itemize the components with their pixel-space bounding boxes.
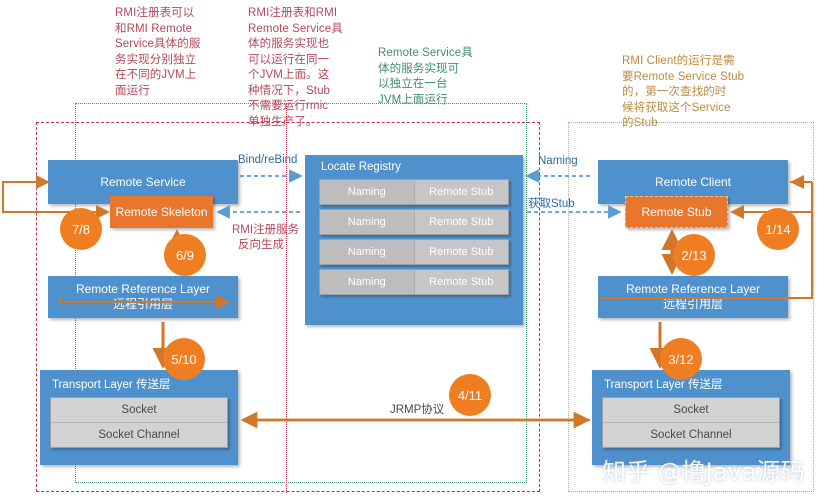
registry-rows: Naming Remote Stub Naming Remote Stub Na… (319, 179, 509, 295)
client-remote-stub-label: Remote Stub (641, 205, 712, 219)
registry-stub-cell: Remote Stub (413, 180, 508, 204)
server-remote-reference-layer-box: Remote Reference Layer 远程引用层 (48, 276, 238, 318)
registry-naming-cell: Naming (320, 240, 414, 264)
table-row: Naming Remote Stub (319, 179, 509, 205)
remote-client-label: Remote Client (654, 174, 732, 189)
label-get-stub: 获取Stub (528, 198, 575, 210)
client-remote-stub-box: Remote Stub (625, 196, 728, 228)
registry-naming-cell: Naming (320, 210, 414, 234)
region-client-jvm (568, 122, 814, 492)
table-row: Naming Remote Stub (319, 269, 509, 295)
registry-stub-cell: Remote Stub (413, 270, 508, 294)
label-bind-rebind: Bind/reBind (238, 154, 298, 166)
remote-skeleton-label: Remote Skeleton (115, 205, 208, 219)
table-row: Naming Remote Stub (319, 209, 509, 235)
step-circle-client-transport: 3/12 (660, 338, 702, 380)
table-row: Naming Remote Stub (319, 239, 509, 265)
remote-service-label: Remote Service (100, 174, 186, 189)
remote-skeleton-box: Remote Skeleton (110, 196, 213, 228)
step-circle-server-transport: 5/10 (163, 338, 205, 380)
client-ref-layer-label-en: Remote Reference Layer (625, 282, 761, 296)
client-transport-layer-box: Transport Layer 传送层 Socket Socket Channe… (592, 370, 790, 465)
label-jrmp-protocol: JRMP协议 (390, 404, 445, 416)
client-socket-group: Socket Socket Channel (602, 397, 780, 448)
step-circle-client-stub: 1/14 (757, 208, 799, 250)
client-socket-channel-row: Socket Channel (603, 422, 779, 447)
server-transport-title: Transport Layer 传送层 (52, 379, 171, 391)
label-rmi-reverse-generate: 反向生成 (238, 239, 284, 251)
step-circle-network: 4/11 (449, 374, 491, 416)
note-service-own-jvm: Remote Service具 体的服务实现可 以独立在一台 JVM上面运行 (378, 47, 473, 106)
region-divider-service-registry (286, 103, 287, 493)
locate-registry-title: Locate Registry (321, 161, 401, 173)
step-circle-client-ref: 2/13 (673, 234, 715, 276)
note-client-needs-stub: RMI Client的运行是需 要Remote Service Stub 的，第… (622, 55, 745, 129)
server-ref-layer-label-en: Remote Reference Layer (75, 282, 211, 296)
region-rmi-server-registry (36, 122, 540, 492)
client-ref-layer-label-cn: 远程引用层 (662, 297, 723, 311)
registry-stub-cell: Remote Stub (413, 240, 508, 264)
client-transport-title: Transport Layer 传送层 (604, 379, 723, 391)
client-remote-reference-layer-box: Remote Reference Layer 远程引用层 (598, 276, 788, 318)
server-ref-layer-label-cn: 远程引用层 (112, 297, 173, 311)
client-socket-row: Socket (673, 404, 709, 416)
registry-naming-cell: Naming (320, 180, 414, 204)
label-rmi-register-service: RMI注册服务 (232, 224, 300, 236)
registry-stub-cell: Remote Stub (413, 210, 508, 234)
step-circle-server-ref: 6/9 (164, 234, 206, 276)
watermark: 知乎 @撸Java源码 (602, 458, 805, 486)
registry-naming-cell: Naming (320, 270, 414, 294)
server-socket-group: Socket Socket Channel (50, 397, 228, 448)
locate-registry-box: Locate Registry Naming Remote Stub Namin… (305, 155, 523, 325)
server-socket-row: Socket (121, 404, 157, 416)
step-circle-server-skeleton: 7/8 (60, 208, 102, 250)
label-naming: Naming (538, 155, 578, 167)
server-transport-layer-box: Transport Layer 传送层 Socket Socket Channe… (40, 370, 238, 465)
note-registry-independent: RMI注册表可以 和RMI Remote Service具体的服 务实现分别独立… (115, 7, 201, 97)
server-socket-channel-row: Socket Channel (51, 422, 227, 447)
